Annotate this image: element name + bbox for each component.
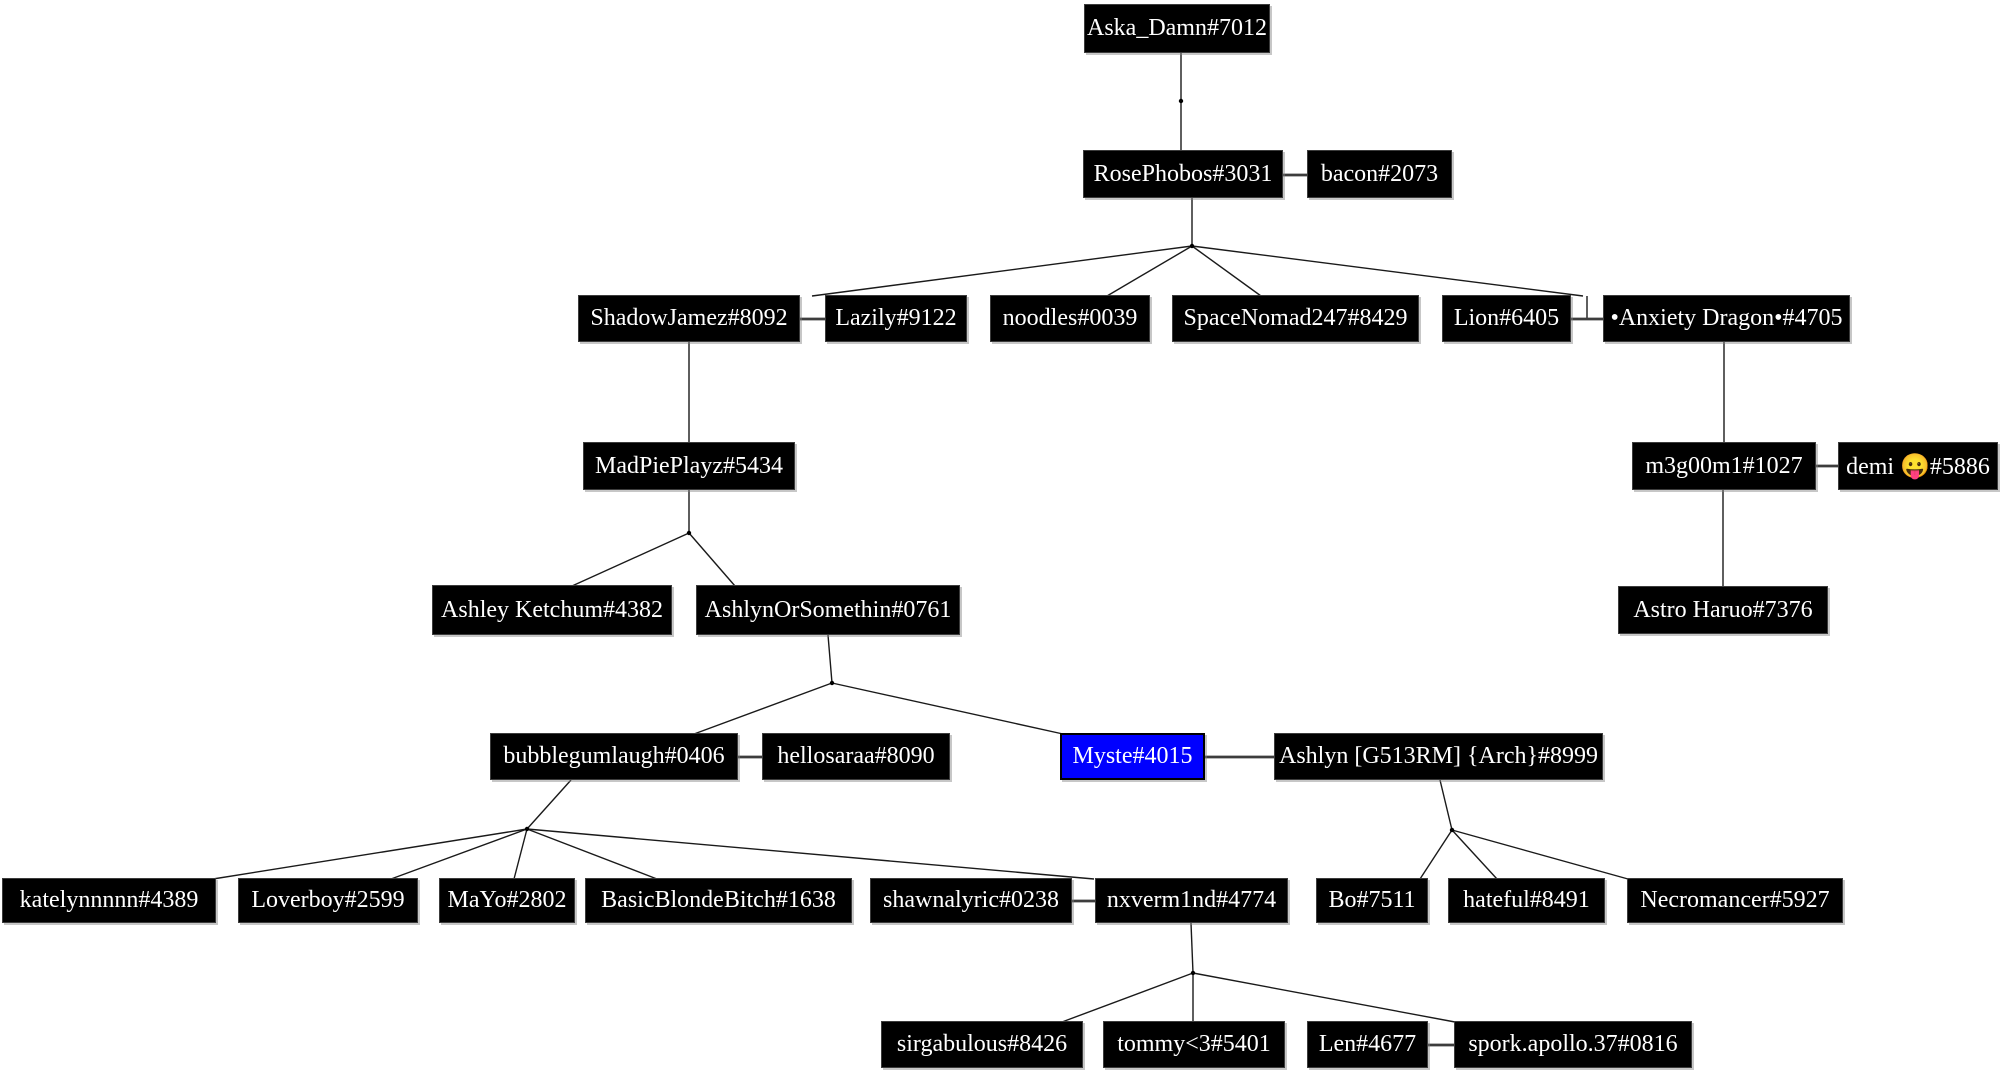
edge-ashlynarch-hateful <box>1451 829 1498 880</box>
edge-rose-noodles <box>1106 245 1193 297</box>
node-aska-damn: Aska_Damn#7012 <box>1084 4 1270 53</box>
junction-dot <box>829 680 835 686</box>
edge-nxverm1nd-sirgabulous <box>1061 972 1194 1023</box>
edge-madpie-ashlynos <box>688 532 736 587</box>
edge-nxverm1nd-len <box>1192 972 1456 1023</box>
edge-madpie-ashley <box>571 532 690 587</box>
edge-ashlynos-stem <box>827 634 833 684</box>
node-len: Len#4677 <box>1307 1021 1428 1068</box>
edge-ashlynarch-necromancer <box>1451 829 1629 880</box>
junction-dot <box>686 530 692 536</box>
edge-ashlynos-bubblegum <box>693 682 833 735</box>
node-astro-haruo: Astro Haruo#7376 <box>1618 586 1828 634</box>
node-basicblondebitch: BasicBlondeBitch#1638 <box>585 878 852 923</box>
edge-bubblegum-katelyn <box>212 828 528 880</box>
node-hateful: hateful#8491 <box>1448 878 1605 923</box>
edge-ashlynos-myste <box>831 682 1064 735</box>
node-rosephobos: RosePhobos#3031 <box>1083 150 1283 198</box>
node-anxiety-dragon: •Anxiety Dragon•#4705 <box>1603 295 1850 342</box>
node-loverboy: Loverboy#2599 <box>238 878 418 923</box>
edge-bubblegum-basicblonde <box>526 828 658 880</box>
edge-bubblegum-mayo <box>513 828 528 880</box>
edge-rose-spacenomad <box>1191 245 1262 297</box>
edge-bubblegum-loverboy <box>390 828 528 880</box>
edge-ashlynarch-stem <box>1439 779 1453 831</box>
node-tommy: tommy<3#5401 <box>1103 1021 1285 1068</box>
junction-dot <box>1189 243 1195 249</box>
node-m3g00m1: m3g00m1#1027 <box>1632 442 1816 490</box>
node-mayo: MaYo#2802 <box>439 878 575 923</box>
node-spork-apollo: spork.apollo.37#0816 <box>1454 1021 1692 1068</box>
node-necromancer: Necromancer#5927 <box>1627 878 1843 923</box>
node-sirgabulous: sirgabulous#8426 <box>881 1021 1083 1068</box>
edge-bubblegum-stem <box>526 779 572 830</box>
edge-rose-shadowjamez <box>811 245 1193 297</box>
node-ashley-ketchum: Ashley Ketchum#4382 <box>432 585 672 635</box>
node-katelynnnnn: katelynnnnn#4389 <box>2 878 216 923</box>
edge-ashlynarch-bo <box>1419 829 1453 880</box>
junction-dot <box>1449 827 1455 833</box>
node-ashlynorsomethin: AshlynOrSomethin#0761 <box>696 585 960 635</box>
node-bo: Bo#7511 <box>1316 878 1428 923</box>
node-bubblegumlaugh: bubblegumlaugh#0406 <box>490 733 738 780</box>
junction-dot <box>1190 970 1196 976</box>
edge-bubblegum-nxverm1nd <box>526 828 1095 880</box>
node-shadowjamez: ShadowJamez#8092 <box>578 295 800 342</box>
junction-dot <box>524 826 530 832</box>
node-nxverm1nd: nxverm1nd#4774 <box>1095 878 1288 923</box>
node-lion: Lion#6405 <box>1442 295 1571 342</box>
edge-rose-lion <box>1191 245 1584 297</box>
node-myste-highlighted: Myste#4015 <box>1060 733 1205 780</box>
node-noodles: noodles#0039 <box>990 295 1150 342</box>
node-lazily: Lazily#9122 <box>825 295 967 342</box>
junction-dot <box>1178 98 1184 104</box>
node-demi: demi 😛#5886 <box>1838 442 1998 490</box>
node-madpieplayz: MadPiePlayz#5434 <box>583 442 795 490</box>
node-bacon: bacon#2073 <box>1307 150 1452 198</box>
node-ashlyn-arch: Ashlyn [G513RM] {Arch}#8999 <box>1274 733 1603 780</box>
node-hellosaraa: hellosaraa#8090 <box>762 733 950 780</box>
edge-nxverm1nd-stem <box>1190 922 1194 974</box>
node-spacenomad247: SpaceNomad247#8429 <box>1172 295 1419 342</box>
node-shawnalyric: shawnalyric#0238 <box>870 878 1072 923</box>
